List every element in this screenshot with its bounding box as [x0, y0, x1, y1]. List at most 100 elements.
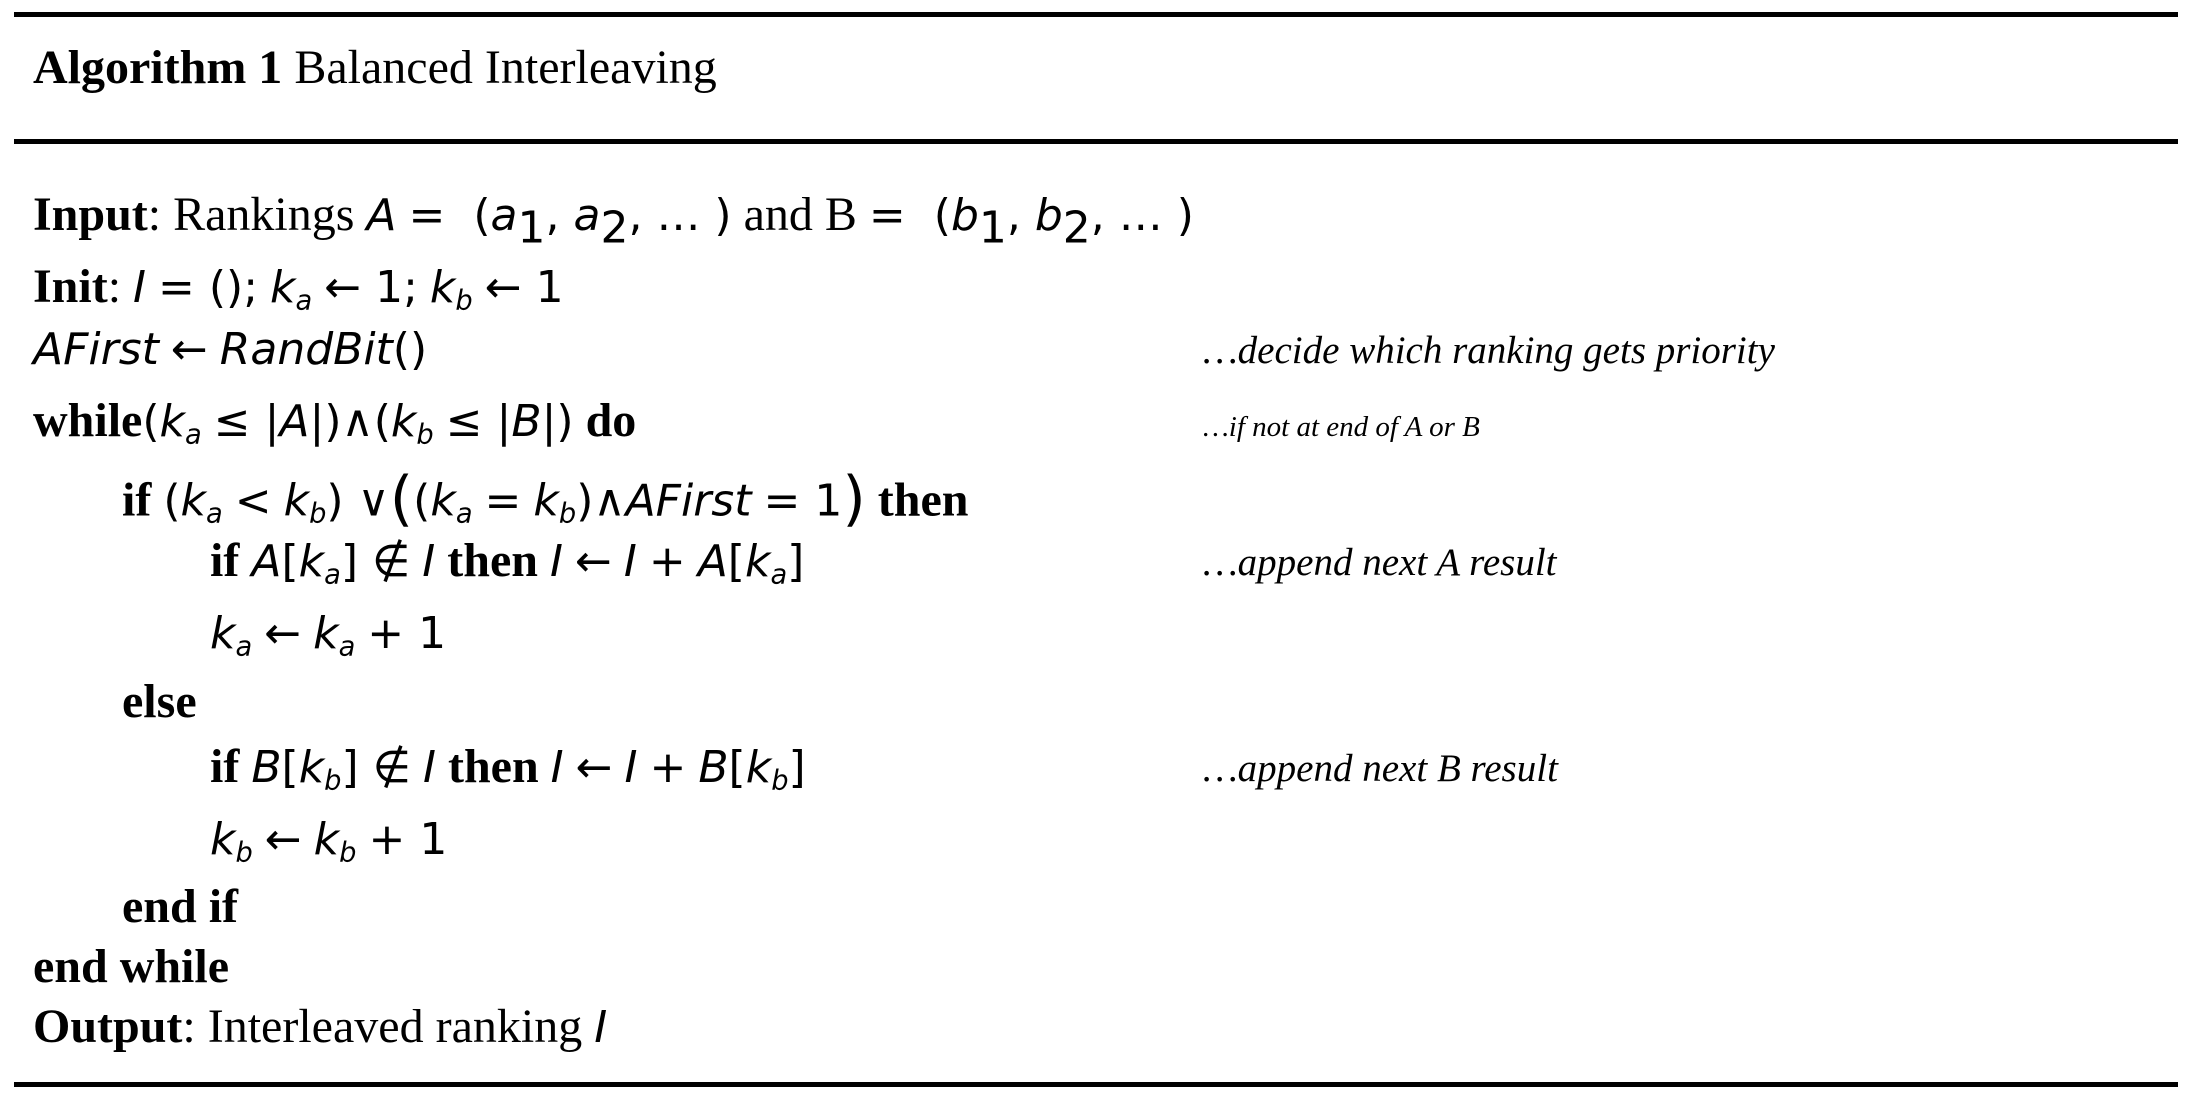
if-a-A: A — [251, 536, 282, 587]
while-B: B — [511, 396, 542, 447]
input-text: : Rankings — [147, 188, 355, 241]
if-then: then — [877, 473, 969, 527]
if-eq: = — [484, 475, 522, 527]
if-a-keyword: if — [210, 534, 240, 587]
if-a-bracket-close2: ] — [787, 536, 805, 587]
algorithm-label: Algorithm 1 — [33, 41, 283, 94]
output-text: : Interleaved ranking — [182, 1000, 583, 1053]
input-tail-a: , … ) — [628, 190, 732, 241]
if-a-I3: I — [623, 536, 637, 587]
init-keyword: Init — [33, 260, 108, 313]
if-a-bracket-open2: [ — [727, 536, 745, 587]
if-ka-2: ka — [430, 475, 473, 531]
while-do: do — [585, 394, 637, 447]
if-b-B2: B — [698, 742, 729, 793]
input-b2: b2 — [1034, 190, 1091, 254]
input-a2: a2 — [573, 190, 629, 254]
if-b-kb2: kb — [745, 742, 789, 797]
comment-not-end: …if not at end of A or B — [1203, 411, 1480, 443]
if-a-plus: + — [648, 536, 686, 587]
ka-increment-line: ka ← ka + 1 — [210, 604, 446, 663]
if-bigparen-open: ( — [389, 464, 414, 534]
if-a-I2: I — [549, 536, 563, 587]
while-cond-1: ≤ | — [213, 396, 280, 447]
afirst-var: AFirst — [33, 324, 159, 375]
init-line: Init: I = (); ka ← 1; kb ← 1 — [33, 258, 564, 317]
while-cond-open: ( — [142, 396, 160, 447]
if-kb-2: kb — [533, 475, 577, 531]
init-kb-val: ← 1 — [484, 262, 564, 313]
input-eq-b: = ( — [868, 190, 951, 241]
while-A: A — [279, 396, 310, 447]
kb-increment-line: kb ← kb + 1 — [210, 810, 447, 869]
if-a-notin: ] ∉ — [340, 536, 411, 587]
if-a-I: I — [422, 536, 436, 587]
if-b-bracket-close2: ] — [788, 742, 806, 793]
init-colon: : — [107, 260, 122, 313]
if-b-keyword: if — [210, 740, 240, 793]
if-eq-one: = 1 — [763, 475, 843, 527]
inc-ka2: ka — [313, 608, 356, 663]
if-b-bracket-open: [ — [281, 742, 299, 793]
if-b-line: if B[kb] ∉ I then I ← I + B[kb] — [210, 738, 806, 797]
if-b-bracket-open2: [ — [728, 742, 746, 793]
init-kb: kb — [429, 262, 473, 317]
input-comma-1: , — [545, 190, 574, 241]
inc-ka-plus: + 1 — [367, 608, 447, 659]
init-ka-val: ← 1; — [324, 262, 418, 313]
if-inner-open: ( — [413, 475, 431, 527]
input-math-a: A — [366, 190, 397, 241]
while-ka: ka — [159, 396, 202, 451]
if-afirst: AFirst — [625, 475, 752, 527]
if-and: )∧ — [576, 475, 626, 527]
if-b-notin: ] ∉ — [341, 742, 411, 793]
header-rule — [14, 139, 2178, 144]
input-b1: b1 — [950, 190, 1007, 254]
if-b-kb: kb — [298, 742, 342, 797]
comment-priority: …decide which ranking gets priority — [1203, 329, 1775, 372]
if-b-I3: I — [624, 742, 638, 793]
if-kb-1: kb — [283, 475, 327, 531]
if-a-A2: A — [697, 536, 728, 587]
inc-kb: kb — [210, 814, 253, 869]
if-cond-open: ( — [163, 475, 181, 527]
algorithm-caption: Algorithm 1 Balanced Interleaving — [33, 38, 717, 98]
init-I: I — [133, 262, 147, 313]
while-cond-2: |)∧( — [309, 396, 391, 447]
input-a1: a1 — [490, 190, 546, 254]
if-b-I2: I — [550, 742, 564, 793]
if-b-then: then — [447, 740, 539, 793]
input-eq-a: = ( — [408, 190, 491, 241]
afirst-func: RandBit — [219, 324, 393, 375]
afirst-parens: () — [392, 324, 428, 375]
end-while-line: end while — [33, 938, 229, 996]
if-bigparen-close: ) — [842, 464, 866, 534]
inc-kb-arrow: ← — [264, 814, 302, 865]
output-keyword: Output — [33, 1000, 183, 1053]
inc-ka-arrow: ← — [264, 608, 302, 659]
output-line: Output: Interleaved ranking I — [33, 998, 607, 1057]
comment-append-a: …append next A result — [1203, 541, 1557, 584]
input-comma-2: , — [1006, 190, 1035, 241]
if-lt: < — [234, 475, 272, 527]
if-a-then: then — [447, 534, 538, 587]
comment-append-b: …append next B result — [1203, 747, 1558, 790]
end-while-keyword: end while — [33, 940, 230, 993]
init-ka: ka — [270, 262, 313, 317]
end-if-keyword: end if — [122, 880, 239, 933]
if-or: ) ∨ — [326, 475, 390, 527]
input-and: and B — [743, 188, 857, 241]
algorithm-title: Balanced Interleaving — [294, 41, 717, 94]
if-b-arrow: ← — [575, 742, 613, 793]
if-a-bracket-open: [ — [281, 536, 299, 587]
if-b-plus: + — [649, 742, 687, 793]
if-a-ka2: ka — [744, 536, 788, 591]
if-b-I: I — [422, 742, 436, 793]
if-a-line: if A[ka] ∉ I then I ← I + A[ka] — [210, 532, 804, 591]
if-line: if (ka < kb) ∨((ka = kb)∧AFirst = 1) the… — [122, 469, 969, 531]
input-tail-b: , … ) — [1090, 190, 1194, 241]
while-line: while(ka ≤ |A|)∧(kb ≤ |B|) do — [33, 392, 636, 451]
if-keyword: if — [122, 473, 152, 527]
bottom-rule — [14, 1082, 2178, 1087]
init-empty: = (); — [158, 262, 259, 313]
